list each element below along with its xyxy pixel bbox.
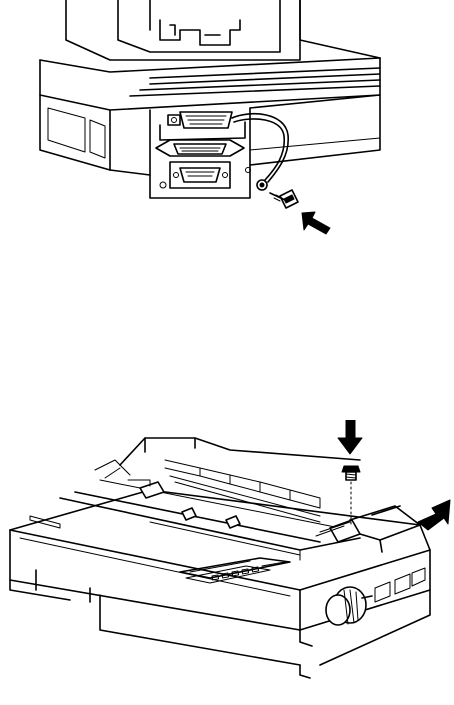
arrow-left-icon [418, 500, 450, 530]
platen-knob-icon [326, 587, 372, 625]
arrow-icon [302, 212, 330, 234]
arrow-down-icon [338, 420, 362, 454]
ground-screw-icon [270, 190, 298, 208]
printer-icon [10, 438, 430, 678]
parallel-connector-icon [168, 112, 232, 128]
interface-card-connector-icon [156, 140, 244, 188]
printer-illustration [0, 420, 454, 705]
printer-rear-illustration [0, 0, 454, 250]
ground-wire-icon [232, 114, 288, 190]
